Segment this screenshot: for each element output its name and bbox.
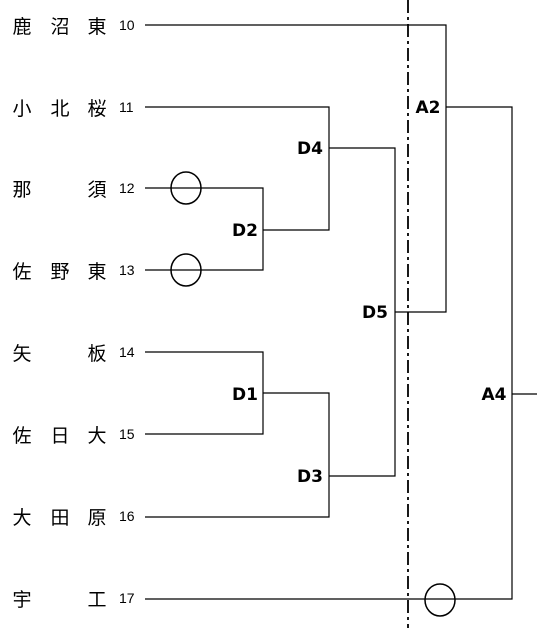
bracket-line-10-a2 — [145, 24, 447, 313]
circle-mark-12 — [170, 171, 202, 205]
seed-number: 16 — [119, 508, 135, 524]
seed-number: 13 — [119, 262, 135, 278]
team-name-char: 板 — [87, 343, 106, 365]
match-label-a4: A4 — [482, 385, 507, 405]
team-name-char: 工 — [87, 589, 106, 611]
seed-number: 11 — [119, 99, 134, 115]
team-name-char: 北 — [50, 98, 69, 120]
match-label-d1: D1 — [232, 385, 258, 405]
match-label-d3: D3 — [297, 467, 323, 487]
bracket-line-a4 — [145, 106, 513, 600]
team-name-char: 宇 — [12, 589, 31, 611]
team-name-char: 大 — [87, 425, 106, 447]
team-name-char: 佐 — [12, 425, 31, 447]
match-label-a2: A2 — [416, 98, 441, 118]
seed-number: 14 — [119, 344, 135, 360]
match-labels: D4 D2 D5 D1 D3 A2 A4 — [232, 98, 507, 487]
circle-marks — [170, 171, 456, 617]
match-label-d2: D2 — [232, 221, 258, 241]
team-name-char: 大 — [12, 507, 31, 529]
seed-number: 17 — [119, 590, 135, 606]
seed-number: 10 — [119, 17, 135, 33]
seed-number: 15 — [119, 426, 135, 442]
seed-numbers: 10 11 12 13 14 15 16 17 — [119, 17, 135, 606]
bracket-lines — [145, 24, 537, 600]
team-name-char: 那 — [12, 179, 31, 201]
team-name-char: 田 — [50, 507, 69, 529]
bracket-line-d3 — [145, 392, 330, 518]
match-label-d4: D4 — [297, 139, 323, 159]
team-name-char: 小 — [12, 98, 31, 120]
team-name-char: 桜 — [87, 98, 106, 120]
bracket-line-d5 — [329, 147, 396, 477]
team-name-char: 野 — [50, 261, 69, 283]
team-name-char: 鹿 — [12, 16, 31, 38]
team-names: 鹿 沼 東 小 北 桜 那 須 佐 野 東 矢 板 佐 日 大 大 田 原 宇 … — [12, 16, 106, 611]
team-name-char: 矢 — [12, 343, 31, 365]
seed-number: 12 — [119, 180, 135, 196]
circle-mark-17 — [424, 583, 456, 617]
circle-mark-13 — [170, 253, 202, 287]
team-name-char: 東 — [87, 16, 106, 38]
team-name-char: 須 — [87, 179, 106, 201]
match-label-d5: D5 — [362, 303, 388, 323]
bracket-line-11-d4 — [145, 106, 330, 231]
team-name-char: 東 — [87, 261, 106, 283]
team-name-char: 原 — [87, 507, 106, 529]
bracket-line-d2 — [145, 187, 264, 271]
team-name-char: 沼 — [50, 16, 69, 38]
team-name-char: 佐 — [12, 261, 31, 283]
team-name-char: 日 — [50, 425, 69, 447]
